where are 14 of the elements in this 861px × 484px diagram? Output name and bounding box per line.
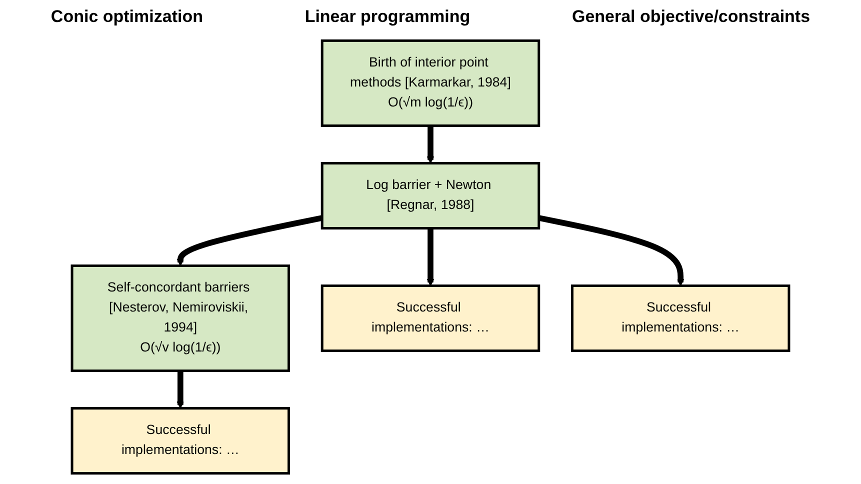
- arrow: [538, 215, 684, 286]
- arrow: [176, 370, 184, 409]
- column-heading: General objective/constraints: [572, 7, 810, 27]
- node-box: Birth of interior point methods [Karmarkar, 1984] O(√m log(1/ϵ)): [320, 39, 540, 127]
- arrow: [426, 126, 434, 164]
- column-heading: Linear programming: [304, 7, 470, 27]
- node-box: Successful implementations: …: [570, 284, 790, 352]
- node-box: Successful implementations: …: [70, 407, 290, 475]
- node-box: Self-concordant barriers [Nesterov, Nemiroviskii, 1994] O(√v log(1/ϵ)): [70, 264, 290, 372]
- node-box: Successful implementations: …: [320, 284, 540, 352]
- column-heading: Conic optimization: [50, 7, 203, 27]
- arrow: [176, 215, 323, 266]
- node-box: Log barrier + Newton [Regnar, 1988]: [320, 162, 540, 230]
- arrow: [426, 228, 434, 286]
